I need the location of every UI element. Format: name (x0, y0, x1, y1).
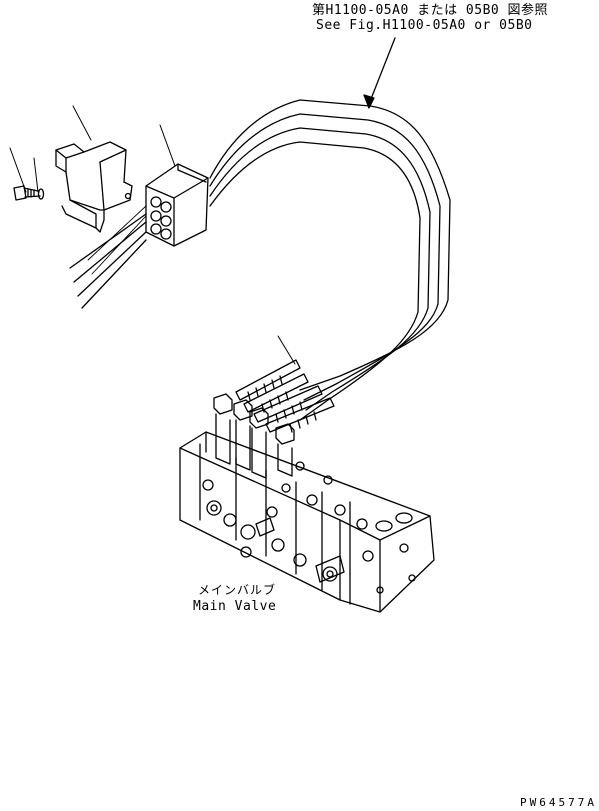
callout-leaders (9, 105, 296, 365)
hose-fittings (235, 359, 335, 433)
hose-grommet (145, 163, 209, 247)
bolt (13, 185, 41, 201)
main-valve-label-english: Main Valve (193, 599, 277, 614)
main-valve-body (179, 431, 435, 613)
reference-note-english: See Fig.H1100-05A0 or 05B0 (316, 18, 533, 33)
valve-connectors (213, 393, 295, 479)
reference-note-japanese: 第H1100-05A0 または 05B0 図参照 (312, 3, 549, 18)
drawing-code: PW64577A (520, 796, 597, 809)
washer (37, 188, 45, 200)
main-valve-label-japanese: メインバルブ (198, 583, 277, 597)
reference-arrow (363, 37, 396, 109)
clamp-bracket (55, 141, 133, 233)
hose-bundle (69, 99, 451, 421)
